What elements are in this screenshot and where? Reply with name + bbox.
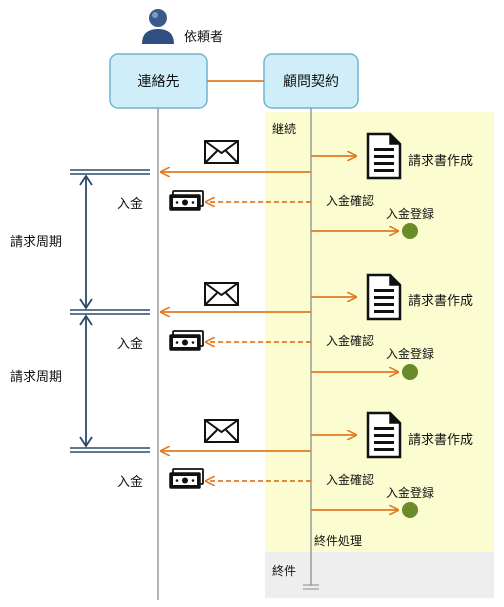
- banknote-icon: [169, 330, 204, 351]
- invoice-label: 請求書作成: [408, 433, 473, 448]
- banknote-icon: [169, 190, 204, 211]
- banknote-icon: [169, 468, 204, 489]
- dot-icon: [402, 223, 418, 239]
- dot-icon: [402, 364, 418, 380]
- register-label: 入金登録: [386, 485, 434, 500]
- period-bracket-1: [79, 174, 93, 310]
- document-icon: [366, 132, 402, 180]
- end-phase-label: 終件: [272, 563, 296, 578]
- continue-phase-label: 継続: [272, 121, 296, 136]
- contact-label: 連絡先: [138, 74, 180, 90]
- payment-label: 入金: [117, 474, 143, 490]
- period-label: 請求周期: [10, 370, 62, 385]
- requester-label: 依頼者: [184, 30, 223, 45]
- cycle-1: 請求書作成 入金 入金確認 入金登録: [70, 132, 473, 239]
- period-label: 請求周期: [10, 235, 62, 250]
- person-icon: [142, 9, 174, 44]
- register-label: 入金登録: [386, 206, 434, 221]
- payment-label: 入金: [117, 196, 143, 212]
- envelope-icon: [204, 140, 239, 164]
- confirm-label: 入金確認: [326, 472, 374, 487]
- cycle-3: 請求書作成 入金 入金確認 入金登録: [70, 411, 473, 518]
- confirm-label: 入金確認: [326, 193, 374, 208]
- continue-phase-region: [265, 112, 494, 552]
- period-bracket-2: [79, 314, 93, 448]
- cycle-2: 請求書作成 入金 入金確認 入金登録: [70, 273, 473, 380]
- confirm-label: 入金確認: [326, 333, 374, 348]
- end-phase-region: [265, 552, 494, 598]
- contract-label: 顧問契約: [283, 74, 339, 90]
- invoice-label: 請求書作成: [408, 154, 473, 169]
- invoice-label: 請求書作成: [408, 294, 473, 309]
- register-label: 入金登録: [386, 346, 434, 361]
- dot-icon: [402, 502, 418, 518]
- closing-label: 終件処理: [314, 533, 362, 548]
- document-icon: [366, 411, 402, 459]
- envelope-icon: [204, 282, 239, 306]
- envelope-icon: [204, 419, 239, 443]
- document-icon: [366, 273, 402, 321]
- payment-label: 入金: [117, 336, 143, 352]
